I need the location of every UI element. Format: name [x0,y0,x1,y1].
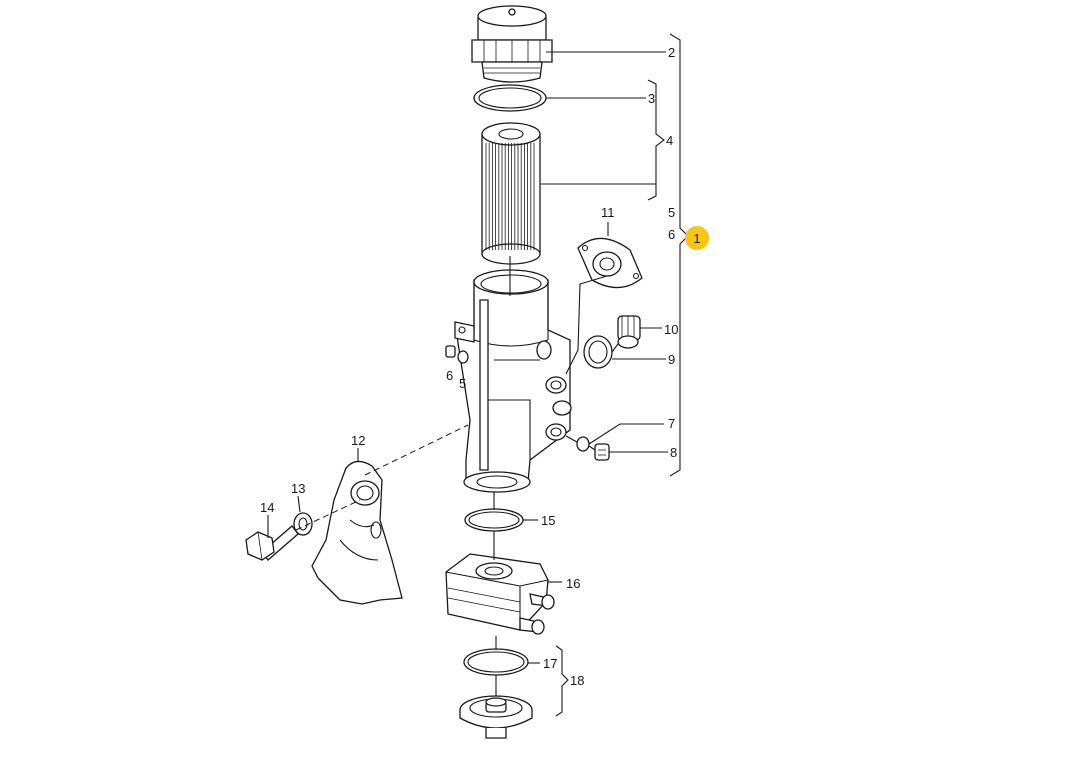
label-15[interactable]: 15 [541,513,555,528]
label-6-left[interactable]: 6 [446,368,453,383]
part-cap[interactable] [471,5,553,83]
label-8[interactable]: 8 [670,445,677,460]
part-filter-element[interactable] [481,122,541,265]
label-9[interactable]: 9 [668,352,675,367]
label-16[interactable]: 16 [566,576,580,591]
part-labels: 1 2 3 4 5 6 6 5 7 8 9 10 11 12 13 14 15 … [260,45,701,688]
guide-lines [295,256,619,696]
part-bracket[interactable] [311,460,403,605]
part-o-ring-bottom[interactable] [463,648,529,676]
label-10[interactable]: 10 [664,322,678,337]
label-4[interactable]: 4 [666,133,673,148]
part-o-ring-middle[interactable] [464,508,524,532]
label-13[interactable]: 13 [291,481,305,496]
leader-lines [267,51,668,664]
part-filter-housing[interactable] [454,269,572,493]
label-17[interactable]: 17 [543,656,557,671]
part-washer-bolt[interactable] [293,512,313,536]
label-5-left[interactable]: 5 [459,376,466,391]
part-hex-bolt[interactable] [245,525,299,561]
label-18[interactable]: 18 [570,673,584,688]
label-14[interactable]: 14 [260,500,274,515]
label-7[interactable]: 7 [668,416,675,431]
highlight-marker[interactable] [685,226,709,250]
label-6-right[interactable]: 6 [668,227,675,242]
label-5-right[interactable]: 5 [668,205,675,220]
part-plug-large[interactable] [617,315,641,349]
label-3[interactable]: 3 [648,91,655,106]
part-seal-ring[interactable] [583,335,613,369]
part-small-plug-left[interactable] [445,345,469,364]
label-1[interactable]: 1 [693,231,700,246]
part-cover-plate[interactable] [577,237,643,289]
part-oil-cooler[interactable] [445,553,555,635]
part-o-ring-top[interactable] [473,84,547,112]
label-11[interactable]: 11 [601,205,615,220]
part-base-adapter[interactable] [459,695,533,739]
part-washer-small[interactable] [576,436,590,452]
label-12[interactable]: 12 [351,433,365,448]
part-bolt-small[interactable] [594,443,610,461]
label-2[interactable]: 2 [668,45,675,60]
